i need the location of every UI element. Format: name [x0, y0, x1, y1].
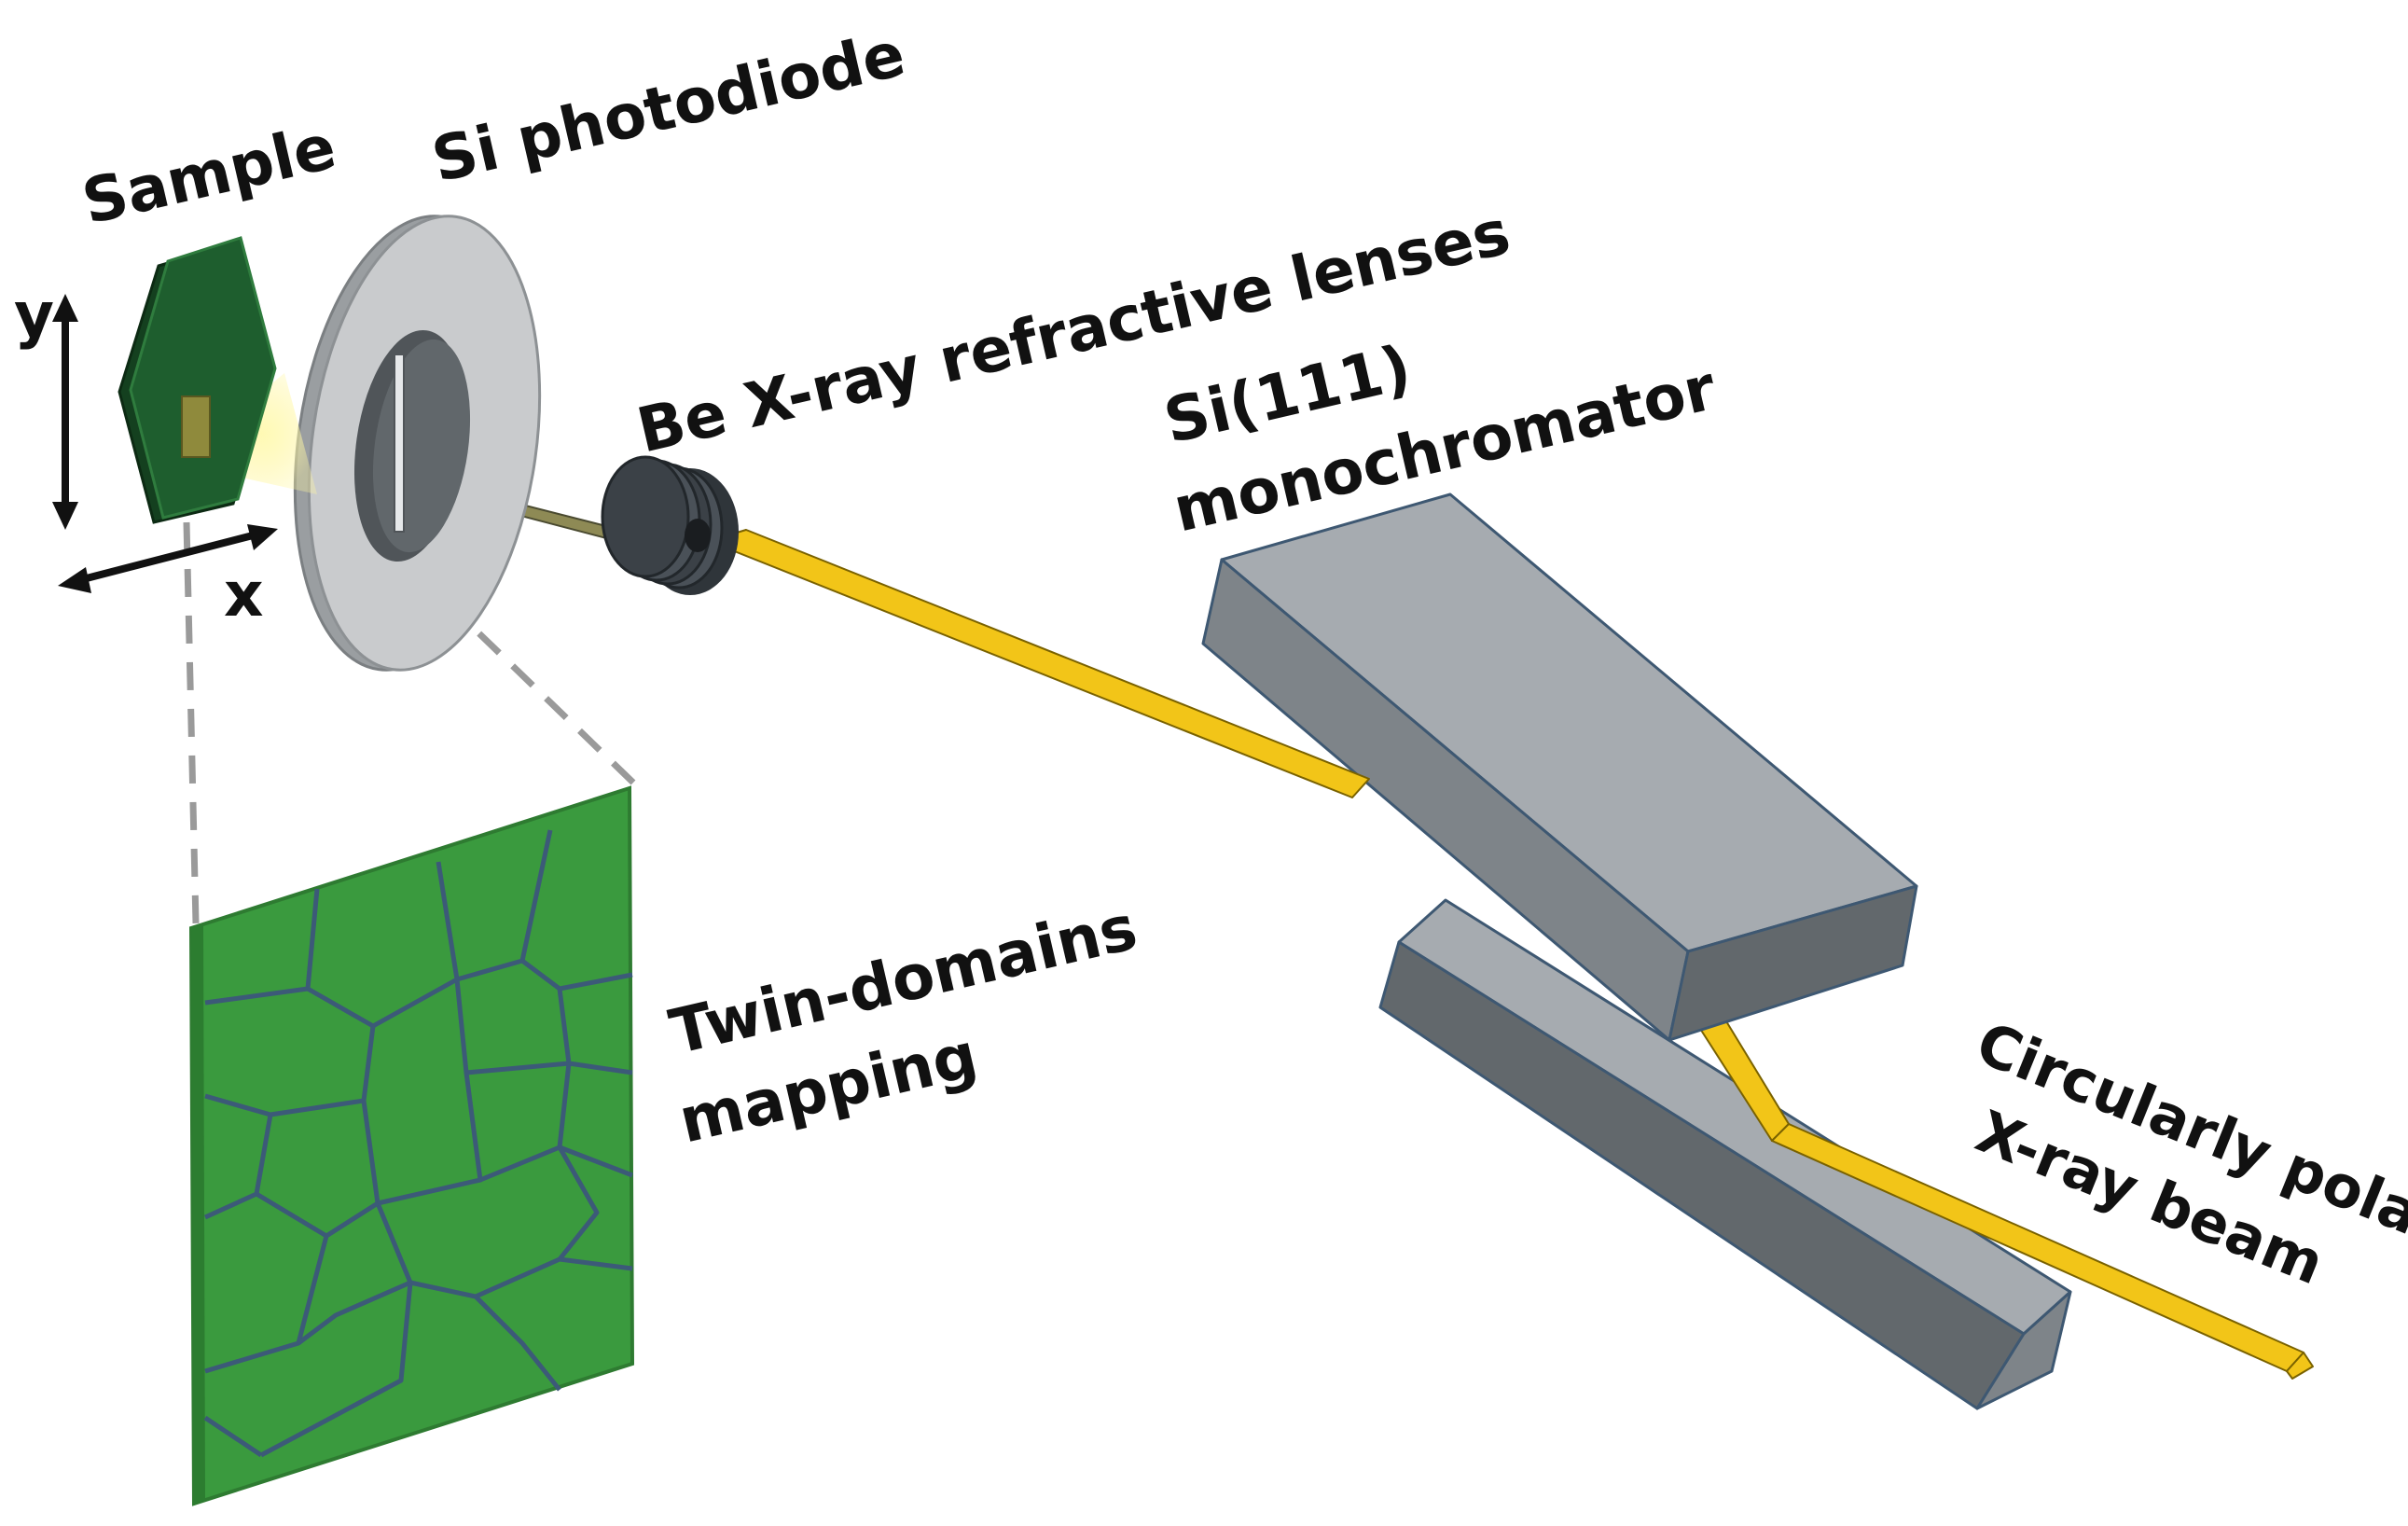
sample-label: Sample — [76, 111, 342, 239]
monochromator-crystal-upper — [1201, 492, 1918, 1042]
x-axis-arrow — [58, 524, 278, 593]
y-axis-arrow — [52, 294, 78, 530]
be-refractive-lenses — [601, 455, 739, 595]
twin-domains-map — [188, 785, 635, 1506]
monochromator-crystal-lower — [1378, 898, 2072, 1410]
photodiode-label: Si photodiode — [425, 18, 911, 196]
x-axis-label: x — [224, 559, 264, 631]
sample — [118, 236, 277, 524]
si-photodiode — [293, 215, 542, 672]
y-axis-label: y — [14, 279, 54, 351]
x-ray-beam-lower — [1695, 1016, 2314, 1380]
